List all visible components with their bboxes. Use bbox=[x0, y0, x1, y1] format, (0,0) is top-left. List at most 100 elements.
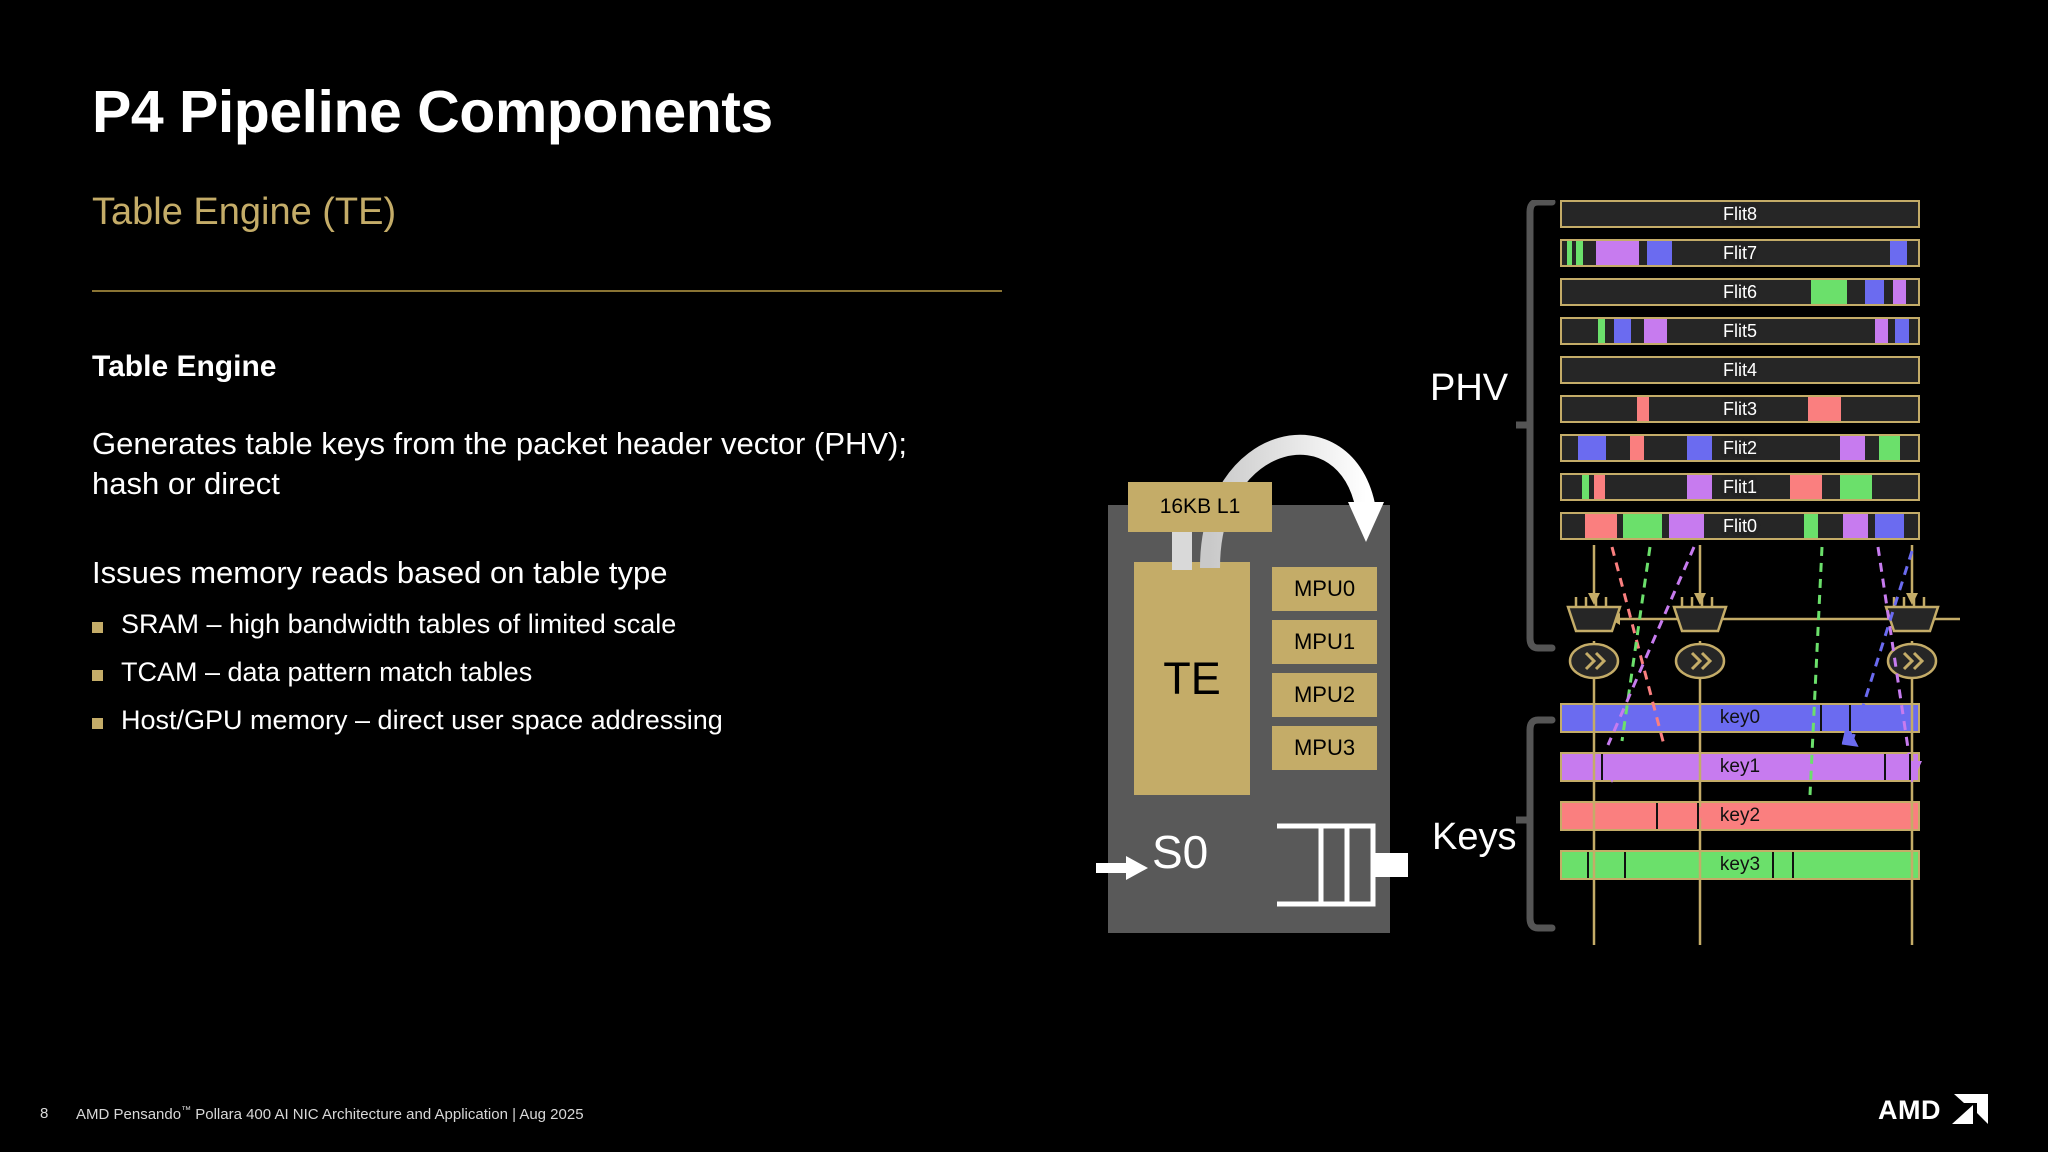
key-field-divider bbox=[1909, 754, 1912, 780]
key-field-divider bbox=[1601, 754, 1604, 780]
key-field-divider bbox=[1656, 803, 1659, 829]
key-row: key1 bbox=[1560, 752, 1920, 782]
key-routing-wires bbox=[1566, 545, 1960, 945]
input-arrow-icon bbox=[1096, 856, 1148, 880]
flit-row: Flit0 bbox=[1560, 512, 1920, 540]
feedback-arrow-icon bbox=[1200, 434, 1384, 569]
flit-field-segment bbox=[1613, 319, 1632, 343]
flit-field-segment bbox=[1647, 241, 1673, 265]
stage-label: S0 bbox=[1152, 826, 1209, 878]
flit-label: Flit8 bbox=[1722, 203, 1757, 224]
bullet-text: SRAM – high bandwidth tables of limited … bbox=[121, 609, 677, 639]
key-label: key3 bbox=[1719, 854, 1761, 875]
flit-field-segment bbox=[1789, 475, 1822, 499]
mpu-tile-3: MPU3 bbox=[1272, 726, 1377, 770]
flit-row: Flit6 bbox=[1560, 278, 1920, 306]
flit-field-segment bbox=[1585, 514, 1618, 538]
flit-field-segment bbox=[1875, 319, 1888, 343]
bullet-text: TCAM – data pattern match tables bbox=[121, 656, 533, 687]
cache-tile: 16KB L1 bbox=[1128, 482, 1272, 532]
bullet-list: SRAM – high bandwidth tables of limited … bbox=[92, 608, 992, 751]
flit-field-segment bbox=[1594, 475, 1605, 499]
flit-label: Flit2 bbox=[1722, 437, 1757, 458]
flit-label: Flit3 bbox=[1722, 398, 1757, 419]
paragraph-memory-reads: Issues memory reads based on table type bbox=[92, 555, 668, 590]
amd-logo: AMD bbox=[1878, 1094, 1988, 1125]
title-divider bbox=[92, 290, 1002, 292]
flit-field-segment bbox=[1804, 514, 1819, 538]
page-subtitle: Table Engine (TE) bbox=[92, 191, 397, 233]
flit-row: Flit2 bbox=[1560, 434, 1920, 462]
square-bullet-icon bbox=[92, 669, 103, 681]
svg-text:AMD: AMD bbox=[1878, 1095, 1941, 1125]
flit-field-segment bbox=[1636, 397, 1650, 421]
flit-field-segment bbox=[1643, 319, 1667, 343]
key-row: key3 bbox=[1560, 850, 1920, 880]
key-row: key2 bbox=[1560, 801, 1920, 831]
key-label: key1 bbox=[1719, 756, 1761, 777]
key-field-divider bbox=[1791, 852, 1794, 878]
key-label: key0 bbox=[1719, 707, 1761, 728]
flit-field-segment bbox=[1864, 280, 1885, 304]
list-item: Host/GPU memory – direct user space addr… bbox=[92, 704, 992, 738]
key-field-divider bbox=[1624, 852, 1627, 878]
flit-field-segment bbox=[1811, 280, 1847, 304]
square-bullet-icon bbox=[92, 622, 103, 633]
flit-label: Flit1 bbox=[1722, 476, 1757, 497]
key-row: key0 bbox=[1560, 703, 1920, 733]
flit-label: Flit7 bbox=[1722, 242, 1757, 263]
list-item: TCAM – data pattern match tables bbox=[92, 656, 992, 690]
flit-row: Flit1 bbox=[1560, 473, 1920, 501]
section-heading: Table Engine bbox=[92, 350, 277, 383]
key-field-divider bbox=[1772, 852, 1775, 878]
flit-label: Flit4 bbox=[1722, 359, 1757, 380]
flit-field-segment bbox=[1668, 514, 1705, 538]
bullet-text: Host/GPU memory – direct user space addr… bbox=[121, 704, 723, 735]
flit-field-segment bbox=[1686, 475, 1712, 499]
flit-field-segment bbox=[1622, 514, 1662, 538]
trademark-icon: ™ bbox=[181, 1105, 192, 1116]
key-field-divider bbox=[1586, 852, 1589, 878]
flit-field-segment bbox=[1889, 241, 1908, 265]
page-title: P4 Pipeline Components bbox=[92, 79, 773, 145]
paragraph-generates-keys: Generates table keys from the packet hea… bbox=[92, 426, 907, 501]
flit-row: Flit4 bbox=[1560, 356, 1920, 384]
flit-field-segment bbox=[1843, 514, 1869, 538]
mpu-tile-2: MPU2 bbox=[1272, 673, 1377, 717]
flit-field-segment bbox=[1576, 241, 1584, 265]
cache-connector bbox=[1172, 528, 1192, 570]
flit-row: Flit8 bbox=[1560, 200, 1920, 228]
key-field-divider bbox=[1884, 754, 1887, 780]
flit-label: Flit5 bbox=[1722, 320, 1757, 341]
flit-field-segment bbox=[1629, 436, 1644, 460]
flit-field-segment bbox=[1567, 241, 1572, 265]
flit-field-segment bbox=[1875, 514, 1904, 538]
flit-field-segment bbox=[1807, 397, 1842, 421]
flit-field-segment bbox=[1595, 241, 1639, 265]
fifo-buffer-icon bbox=[1277, 823, 1408, 907]
list-item: SRAM – high bandwidth tables of limited … bbox=[92, 608, 992, 642]
key-field-divider bbox=[1848, 705, 1851, 731]
key-field-divider bbox=[1820, 705, 1823, 731]
flit-field-segment bbox=[1578, 436, 1607, 460]
flit-field-segment bbox=[1686, 436, 1712, 460]
key-field-divider bbox=[1697, 803, 1700, 829]
key-stack: key0 key1 key2 key3 bbox=[1560, 703, 1920, 880]
keys-label: Keys bbox=[1432, 816, 1517, 858]
flit-field-segment bbox=[1894, 319, 1910, 343]
group-brackets bbox=[1516, 200, 1556, 932]
flit-label: Flit6 bbox=[1722, 281, 1757, 302]
mpu-tile-0: MPU0 bbox=[1272, 567, 1377, 611]
flit-field-segment bbox=[1839, 436, 1865, 460]
page-number: 8 bbox=[40, 1105, 49, 1122]
flit-field-segment bbox=[1893, 280, 1906, 304]
flit-field-segment bbox=[1597, 319, 1605, 343]
flit-label: Flit0 bbox=[1722, 515, 1757, 536]
flit-row: Flit7 bbox=[1560, 239, 1920, 267]
key-label: key2 bbox=[1719, 805, 1761, 826]
mpu-tile-1: MPU1 bbox=[1272, 620, 1377, 664]
footer-text: AMD Pensando™ Pollara 400 AI NIC Archite… bbox=[76, 1105, 584, 1123]
